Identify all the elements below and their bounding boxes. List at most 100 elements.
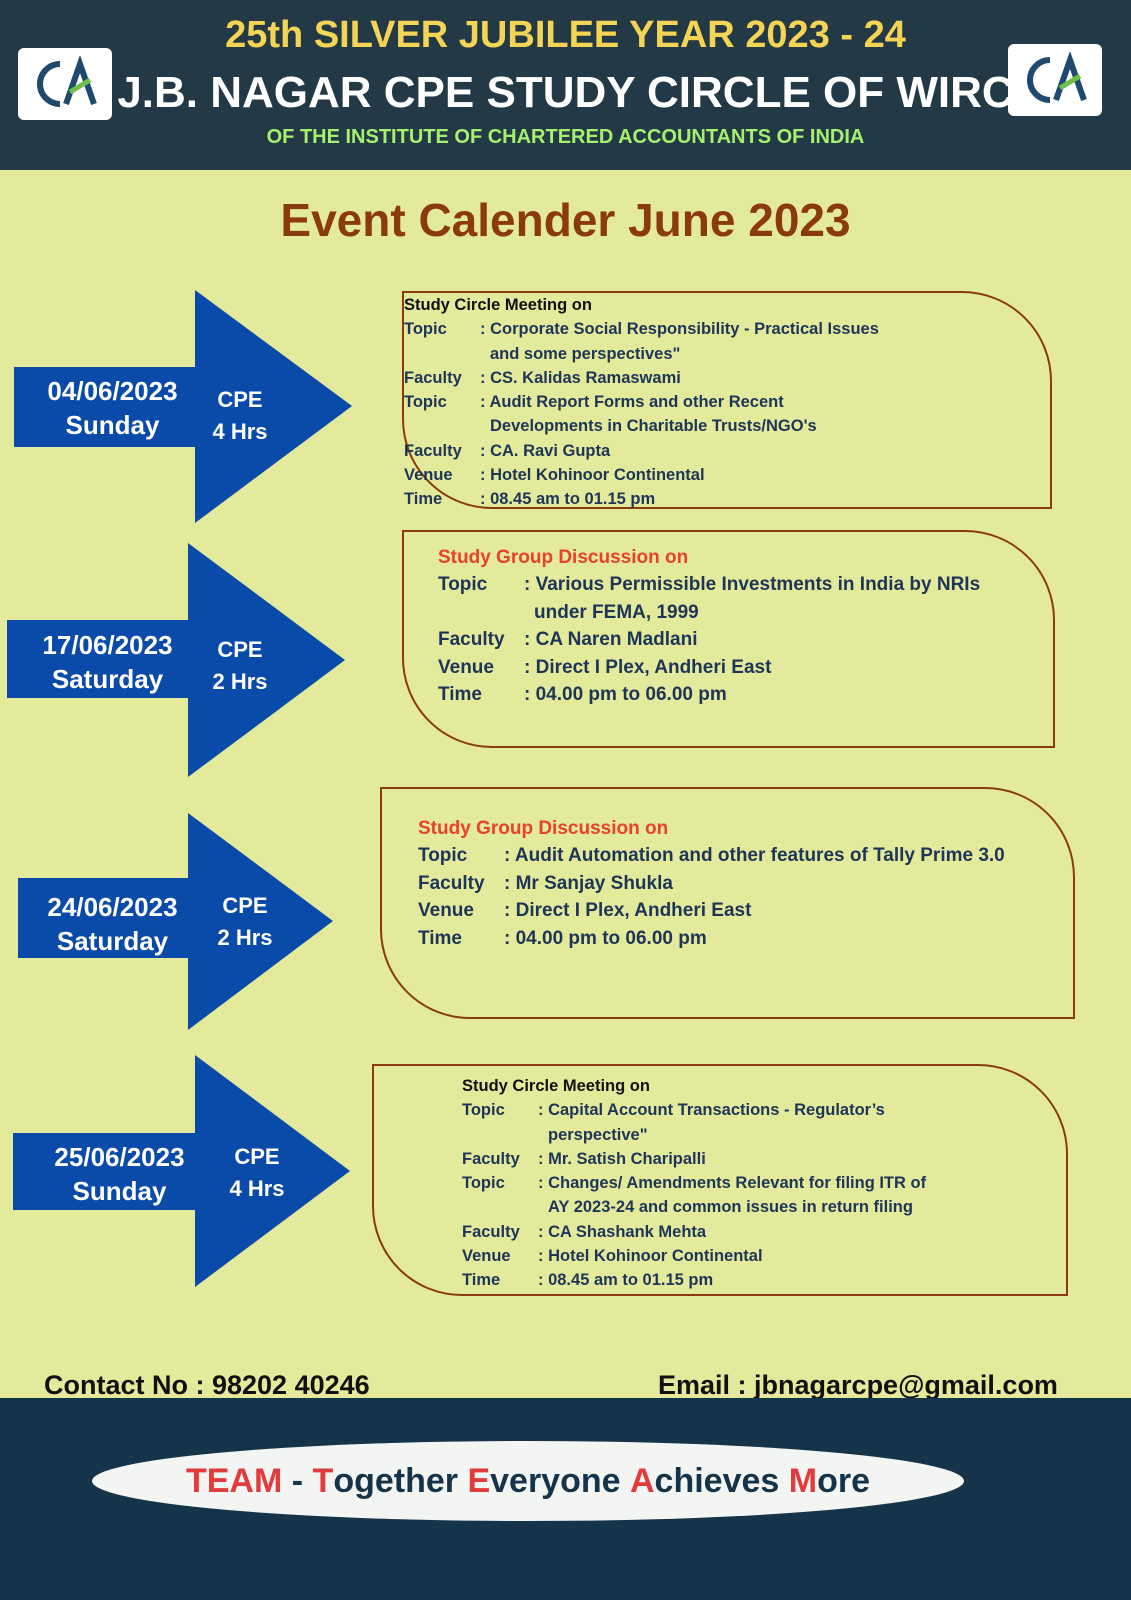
detail-row: Developments in Charitable Trusts/NGO's: [404, 414, 1050, 438]
detail-row: Faculty : Mr Sanjay Shukla: [418, 870, 1073, 897]
motto-segment: M: [788, 1461, 818, 1500]
date-text: 24/06/2023: [47, 892, 178, 922]
detail-row: Venue : Hotel Kohinoor Continental: [462, 1244, 1066, 1268]
detail-value: : Corporate Social Responsibility - Prac…: [480, 320, 879, 339]
detail-value: : 08.45 am to 01.15 pm: [480, 490, 656, 509]
day-text: Saturday: [51, 664, 164, 694]
event-type-heading: Study Group Discussion on: [418, 818, 669, 839]
day-text: Sunday: [72, 1176, 167, 1206]
detail-label: Faculty: [462, 1222, 520, 1241]
detail-label: [404, 414, 480, 438]
hrs-label: 2 Hrs: [217, 925, 273, 950]
detail-value: : Direct I Plex, Andheri East: [524, 656, 772, 678]
motto-segment: -: [282, 1461, 313, 1500]
detail-label: Faculty: [438, 629, 505, 651]
detail-label: Faculty: [404, 368, 462, 387]
arrow-event-3: [18, 813, 333, 1030]
detail-value: : 04.00 pm to 06.00 pm: [524, 684, 727, 706]
detail-row: Time : 08.45 am to 01.15 pm: [404, 487, 1050, 511]
hrs-label: 4 Hrs: [212, 419, 268, 444]
event-details-box: Study Circle Meeting on Topic : Corporate …: [402, 291, 1052, 509]
detail-label: Time: [462, 1271, 501, 1290]
ca-logo-left: [18, 48, 112, 120]
detail-label: Venue: [462, 1247, 511, 1266]
detail-label: [462, 1195, 538, 1219]
page-title: Event Calender June 2023: [280, 194, 851, 246]
ca-logo-right: [1008, 44, 1102, 116]
detail-label: Venue: [438, 656, 494, 678]
detail-value: : Hotel Kohinoor Continental: [538, 1247, 763, 1266]
detail-value: Developments in Charitable Trusts/NGO's: [490, 417, 817, 436]
contact-number: Contact No : 98202 40246: [44, 1370, 370, 1400]
detail-row: Topic: Changes/ Amendments Relevant for …: [462, 1171, 1066, 1195]
detail-row: Faculty : CA. Ravi Gupta: [404, 439, 1050, 463]
detail-row: Topic : Audit Automation and other featur…: [418, 842, 1073, 869]
detail-label: Time: [418, 927, 463, 949]
event-details-box: Study Group Discussion on Topic : Audit Au…: [380, 787, 1075, 1019]
detail-value: : Mr Sanjay Shukla: [504, 872, 673, 894]
detail-value: AY 2023-24 and common issues in return f…: [548, 1198, 913, 1217]
motto-segment: chieves: [654, 1461, 789, 1500]
motto-segment: A: [629, 1461, 655, 1500]
detail-label: Faculty: [404, 441, 462, 460]
cpe-hours: CPE 2 Hrs: [205, 890, 285, 954]
detail-row: and some perspectives": [404, 342, 1050, 366]
event-type-heading: Study Group Discussion on: [438, 547, 689, 568]
detail-value: : Changes/ Amendments Relevant for filin…: [538, 1174, 927, 1193]
arrow-event-2: [7, 543, 345, 777]
cpe-label: CPE: [222, 893, 268, 918]
contact-email[interactable]: Email : jbnagarcpe@gmail.com: [658, 1370, 1058, 1400]
detail-label: Topic: [418, 845, 468, 867]
detail-label: Topic: [404, 320, 447, 339]
detail-value: under FEMA, 1999: [534, 601, 699, 623]
detail-row: Faculty : CS. Kalidas Ramaswami: [404, 366, 1050, 390]
detail-row: Faculty: CA Shashank Mehta: [462, 1220, 1066, 1244]
detail-row: Time : 04.00 pm to 06.00 pm: [418, 925, 1073, 952]
detail-row: Venue: Hotel Kohinoor Continental: [404, 463, 1050, 487]
detail-label: Faculty: [418, 872, 485, 894]
detail-value: : Hotel Kohinoor Continental: [480, 466, 705, 485]
detail-value: : Audit Report Forms and other Recent: [480, 393, 784, 412]
detail-label: [404, 342, 480, 366]
detail-row: Topic : Corporate Social Responsibility -…: [404, 317, 1050, 341]
detail-row: Time : 08.45 am to 01.15 pm: [462, 1268, 1066, 1292]
detail-row: Venue: Direct I Plex, Andheri East: [418, 897, 1073, 924]
detail-value: : CS. Kalidas Ramaswami: [480, 368, 681, 387]
detail-row: Faculty : Mr. Satish Charipalli: [462, 1147, 1066, 1171]
detail-value: : 08.45 am to 01.15 pm: [538, 1271, 714, 1290]
motto-segment: TEAM: [185, 1461, 283, 1500]
header-banner: 25th SILVER JUBILEE YEAR 2023 - 24 J.B. …: [0, 0, 1131, 170]
detail-label: Time: [404, 490, 443, 509]
detail-label: [462, 1123, 538, 1147]
detail-value: : Capital Account Transactions - Regulat…: [538, 1101, 885, 1120]
detail-row: Faculty: CA Naren Madlani: [438, 626, 1053, 653]
detail-value: : Audit Automation and other features of…: [504, 845, 1005, 867]
event-type-heading: Study Circle Meeting on: [404, 296, 592, 314]
arrow-event-1: [14, 290, 352, 523]
detail-value: : Various Permissible Investments in Ind…: [524, 574, 981, 596]
detail-label: Topic: [404, 393, 447, 412]
detail-value: and some perspectives": [490, 344, 681, 363]
detail-label: Faculty: [462, 1149, 520, 1168]
cpe-label: CPE: [234, 1144, 280, 1169]
arrow-event-4: [13, 1055, 350, 1287]
detail-value: : 04.00 pm to 06.00 pm: [504, 927, 707, 949]
detail-row: perspective": [462, 1123, 1066, 1147]
detail-value: : Mr. Satish Charipalli: [538, 1149, 706, 1168]
jubilee-heading: 25th SILVER JUBILEE YEAR 2023 - 24: [225, 14, 906, 56]
detail-value: : CA. Ravi Gupta: [480, 441, 611, 460]
detail-row: Topic: Capital Account Transactions - Re…: [462, 1098, 1066, 1122]
detail-label: Venue: [418, 900, 474, 922]
organization-name: J.B. NAGAR CPE STUDY CIRCLE OF WIRC: [117, 68, 1014, 117]
date-text: 25/06/2023: [54, 1142, 185, 1172]
detail-row: under FEMA, 1999: [438, 599, 1053, 626]
